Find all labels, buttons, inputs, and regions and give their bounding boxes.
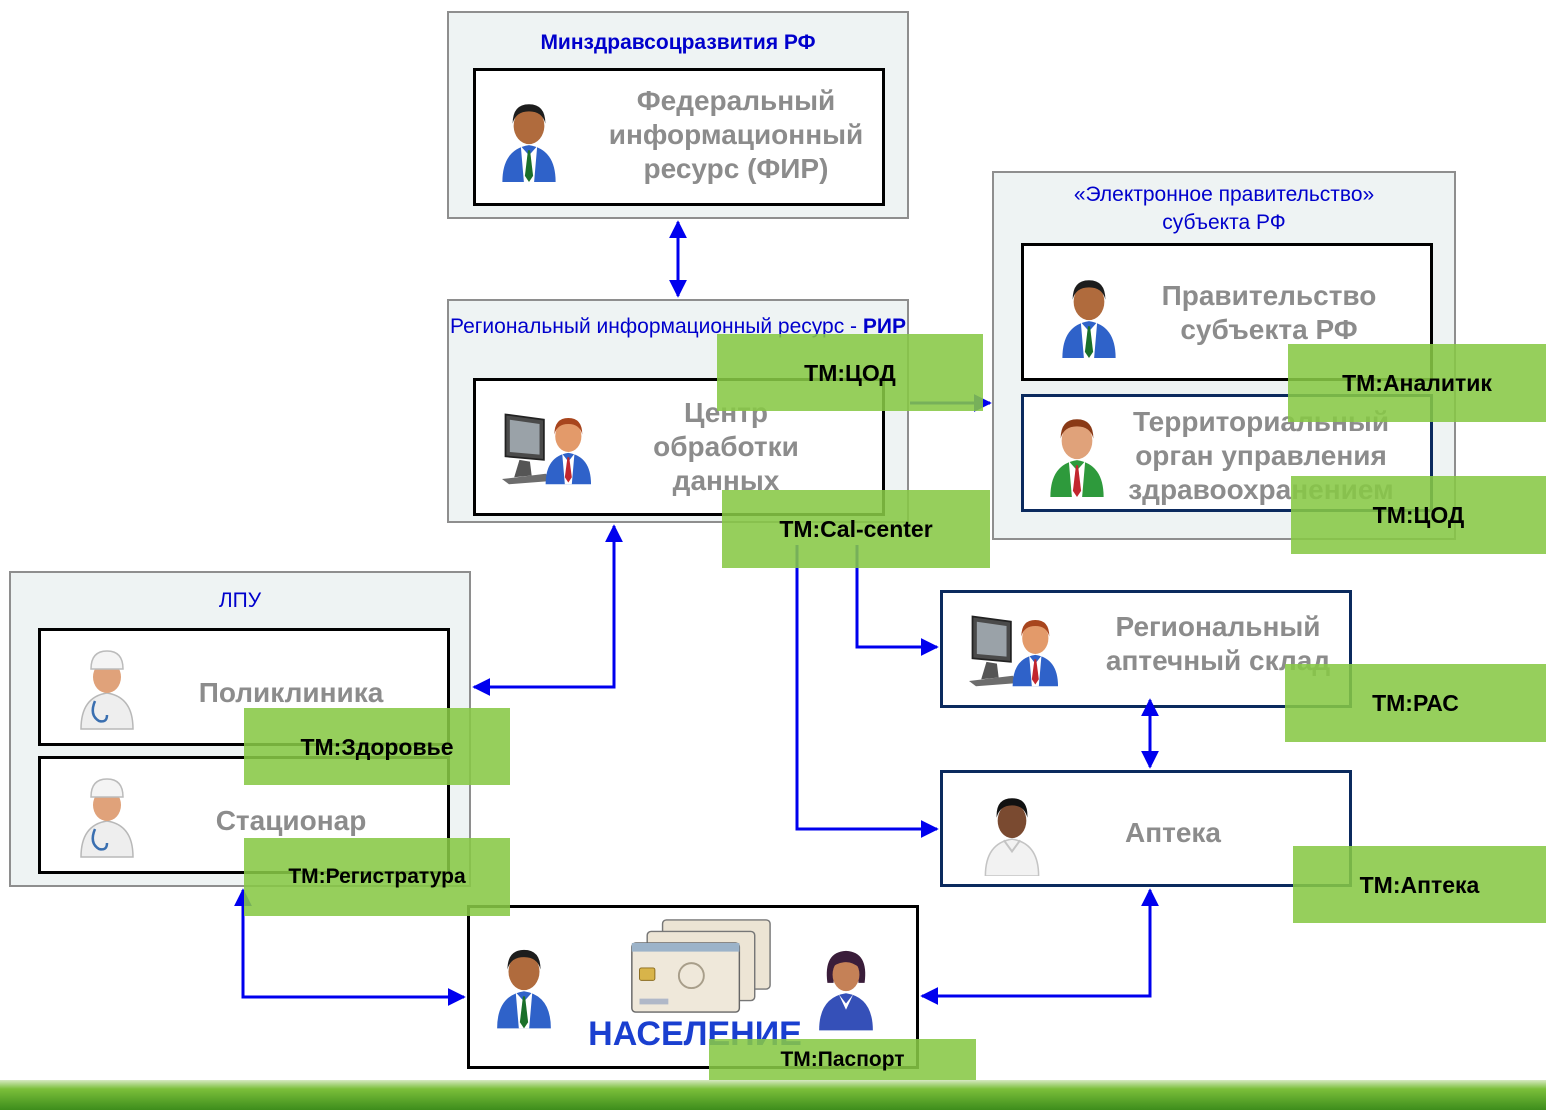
gov-label: Правительство субъекта РФ	[1161, 280, 1377, 345]
footer-bar	[0, 1080, 1546, 1110]
rir-title: Региональный информационный ресурс - РИР	[449, 313, 907, 341]
tm-label-registry[interactable]: ТМ:Регистратура	[244, 838, 510, 916]
warehouse-label: Региональный аптечный склад	[1105, 611, 1331, 676]
polyclinic-label: Поликлиника	[198, 677, 384, 708]
ministry-group: Минздравсоцразвития РФ Федеральный инфор…	[447, 11, 909, 219]
connector-rir-pharmacy	[795, 545, 939, 838]
tm-label-callcenter[interactable]: ТМ:Cal-center	[722, 490, 990, 568]
cod-box[interactable]: Центр обработки данных	[473, 378, 885, 516]
connector-rir-warehouse	[855, 545, 939, 656]
fir-label: Федеральный информационный ресурс (ФИР)	[608, 85, 864, 184]
rir-title-abbr: РИР	[862, 315, 906, 338]
pharmacy-box[interactable]: Аптека	[940, 770, 1352, 887]
tm-label-analyst[interactable]: ТМ:Аналитик	[1288, 344, 1546, 422]
connector-rir-lpu	[472, 524, 623, 696]
connector-pharmacy-population	[920, 888, 1159, 1005]
ministry-title: Минздравсоцразвития РФ	[540, 31, 816, 54]
tm-label-pac[interactable]: ТМ:РАС	[1285, 664, 1546, 742]
hospital-label: Стационар	[215, 805, 367, 836]
egov-title: «Электронное правительство» субъекта РФ	[1073, 183, 1375, 234]
tm-label-apteka[interactable]: ТМ:Аптека	[1293, 846, 1546, 923]
tm-label-cod-center[interactable]: ТМ:ЦОД	[717, 334, 983, 411]
tm-label-cod-right[interactable]: ТМ:ЦОД	[1291, 476, 1546, 554]
connector-lpu-population	[234, 888, 466, 1006]
pharmacy-label: Аптека	[1124, 817, 1221, 848]
fir-box[interactable]: Федеральный информационный ресурс (ФИР)	[473, 68, 885, 206]
rir-title-text: Региональный информационный ресурс -	[449, 315, 863, 338]
tm-label-health[interactable]: ТМ:Здоровье	[244, 708, 510, 785]
lpu-group: ЛПУ Поликлиника Стационар	[9, 571, 471, 887]
lpu-title: ЛПУ	[218, 589, 262, 612]
